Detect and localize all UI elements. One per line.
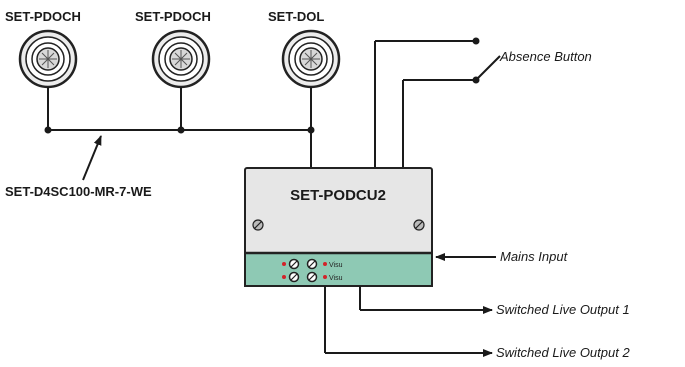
- terminal-strip: [244, 252, 433, 287]
- absence-button-label: Absence Button: [499, 49, 592, 64]
- terminal-row-1: [282, 258, 327, 270]
- cable-pointer-arrow: [82, 135, 102, 181]
- control-unit: [244, 167, 433, 287]
- sensor-label-2: SET-PDOCH: [135, 9, 211, 24]
- sensor-icon-3: [281, 29, 341, 89]
- indicator-label-2: Visu: [329, 275, 343, 282]
- sensor-icon-2: [151, 29, 211, 89]
- sensor-label-1: SET-PDOCH: [5, 9, 81, 24]
- mains-input-label: Mains Input: [500, 249, 569, 264]
- output-1-wiring: [359, 286, 493, 314]
- absence-button-wiring: [374, 37, 501, 168]
- cable-label: SET-D4SC100-MR-7-WE: [5, 184, 152, 199]
- output-2-wiring: [324, 286, 493, 357]
- sensor-bus-wiring: [44, 87, 315, 168]
- sensor-icon-1: [18, 29, 78, 89]
- mounting-screw-icon-left: [252, 219, 264, 231]
- led-icon: [323, 262, 327, 266]
- output-2-label: Switched Live Output 2: [496, 345, 630, 360]
- led-icon: [323, 275, 327, 279]
- unit-title: SET-PODCU2: [290, 187, 386, 204]
- mounting-screw-icon-right: [413, 219, 425, 231]
- sensor-label-3: SET-DOL: [268, 9, 324, 24]
- led-icon: [282, 262, 286, 266]
- indicator-label-1: Visu: [329, 262, 343, 269]
- led-icon: [282, 275, 286, 279]
- output-1-label: Switched Live Output 1: [496, 302, 630, 317]
- terminal-row-2: [282, 271, 327, 283]
